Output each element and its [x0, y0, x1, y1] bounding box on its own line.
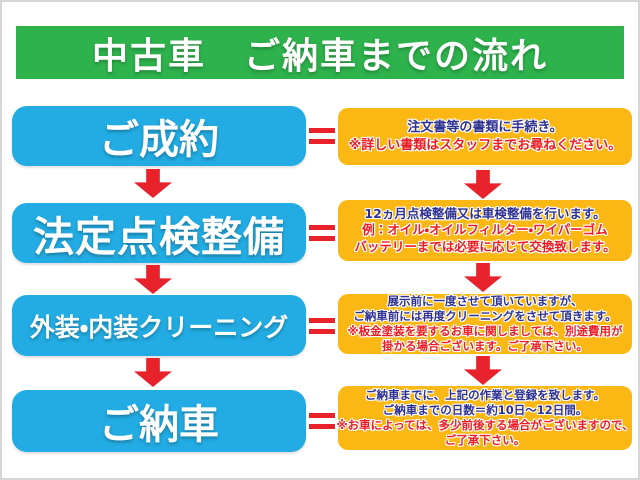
- equals-icon: [307, 203, 337, 263]
- note-line: ※詳しい書類はスタッフまでお尋ねください。: [348, 137, 622, 153]
- equals-icon: [307, 106, 337, 166]
- down-arrow-icon: [134, 169, 172, 198]
- down-arrow-icon: [464, 170, 502, 199]
- down-arrow-icon: [134, 265, 172, 294]
- note-line: 注文書等の書類に手続き。: [407, 120, 563, 136]
- note-line: 12ヵ月点検整備又は車検整備を行います。: [364, 205, 606, 221]
- step-label: 法定点検整備: [33, 213, 285, 261]
- down-arrow-icon: [134, 358, 172, 387]
- note-box-cleaning: 展示前に一度させて頂いていますが、 ご納車前には再度クリーニングをさせて頂きます…: [338, 294, 632, 354]
- note-line: ※お車によっては、多少前後する場合がございますので、: [336, 418, 634, 432]
- note-line: ご納車前には再度クリーニングをさせて頂きます。: [353, 308, 617, 323]
- note-line: バッテリーまでは必要に応じて交換致します。: [354, 238, 616, 254]
- note-line: ご了承下さい。: [444, 433, 526, 448]
- note-line: 展示前に一度させて頂いていますが、: [387, 293, 583, 308]
- step-box-inspection: 法定点検整備: [12, 203, 306, 263]
- note-line: 掛かる場合ございます。ご了承下さい。: [382, 339, 588, 354]
- step-box-contract: ご成約: [12, 106, 306, 166]
- step-label: ご納車: [99, 402, 219, 448]
- equals-icon: [307, 295, 337, 356]
- step-label: ご成約: [99, 117, 219, 163]
- note-line: ご納車までに、上記の作業と登録を致します。: [364, 387, 605, 402]
- note-line: ご納車までの日数＝約10日～12日間。: [382, 402, 588, 417]
- note-line: ※板金塗装を要するお車に関しましては、別途費用が: [347, 324, 623, 338]
- note-box-delivery: ご納車までに、上記の作業と登録を致します。 ご納車までの日数＝約10日～12日間…: [336, 386, 634, 450]
- down-arrow-icon: [464, 356, 502, 385]
- page-title: 中古車 ご納車までの流れ: [91, 35, 548, 77]
- equals-icon: [307, 390, 337, 452]
- down-arrow-icon: [464, 263, 502, 292]
- step-box-delivery: ご納車: [12, 390, 306, 452]
- page-header: 中古車 ご納車までの流れ: [16, 26, 624, 79]
- note-box-inspection: 12ヵ月点検整備又は車検整備を行います。 例：オイル・オイルフィルター・ワイパー…: [338, 200, 632, 261]
- note-line: 例：オイル・オイルフィルター・ワイパーゴム: [362, 222, 608, 238]
- step-label: 外装・内装クリーニング: [29, 312, 289, 342]
- note-box-contract: 注文書等の書類に手続き。 ※詳しい書類はスタッフまでお尋ねください。: [338, 108, 632, 165]
- step-box-cleaning: 外装・内装クリーニング: [12, 295, 306, 356]
